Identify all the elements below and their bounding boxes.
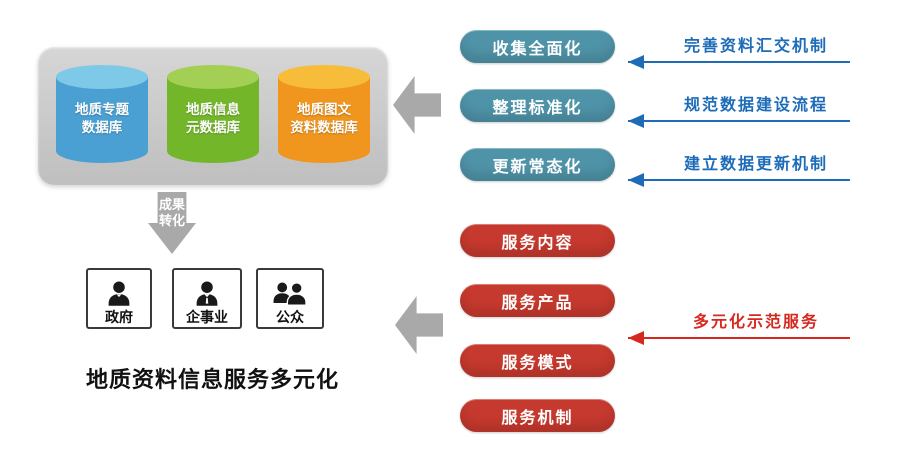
cylinder-top (167, 65, 259, 89)
cylinder-body (167, 77, 259, 163)
cylinder-body (56, 77, 148, 163)
database-label: 地质信息 元数据库 (186, 102, 240, 135)
audience-label: 政府 (105, 309, 133, 325)
cylinder-body (278, 77, 370, 163)
database-cylinder-graphic: 地质图文 资料数据库 (276, 63, 372, 167)
note-submission-mechanism: 完善资料汇交机制 (628, 32, 850, 69)
pill-collection-normalized: 更新常态化 (460, 148, 615, 181)
note-update-mechanism: 建立数据更新机制 (628, 150, 850, 187)
flow-arrow-left-top-icon (393, 76, 441, 134)
transform-arrow-label: 成果 转化 (158, 197, 185, 228)
arrow-head-left-icon (628, 331, 644, 345)
note-arrow-line (628, 114, 850, 128)
note-diversified-service: 多元化示范服务 (628, 308, 850, 345)
database-label: 地质图文 资料数据库 (290, 102, 358, 135)
note-text: 建立数据更新机制 (683, 156, 828, 173)
note-construction-process: 规范数据建设流程 (628, 91, 850, 128)
person-icon (108, 281, 130, 306)
database-label: 地质专题 数据库 (75, 102, 129, 135)
pill-collection-standardized: 整理标准化 (460, 89, 615, 122)
pill-service-content: 服务内容 (460, 224, 615, 257)
database-cylinder-thematic: 地质专题 数据库 (54, 63, 150, 167)
person-tie-icon (196, 281, 218, 306)
cylinder-top (278, 65, 370, 89)
note-text: 完善资料汇交机制 (683, 38, 828, 55)
people-icon (273, 282, 307, 306)
note-arrow-line (628, 173, 850, 187)
database-cylinder-icon (167, 65, 259, 163)
arrow-head-left-icon (628, 173, 644, 187)
cylinder-top (56, 65, 148, 89)
note-arrow-line (628, 331, 850, 345)
audience-label: 企事业 (186, 309, 228, 325)
database-cylinder-icon (56, 65, 148, 163)
pill-service-mechanism: 服务机制 (460, 399, 615, 432)
audience-box-government: 政府 (86, 268, 152, 329)
note-arrow-line (628, 55, 850, 69)
database-panel: 地质专题 数据库 地质信息 元数据库 地质图文 资料数据库 (38, 47, 388, 185)
arrow-head-left-icon (628, 114, 644, 128)
flow-arrow-left-bottom-icon (395, 296, 443, 354)
audience-box-enterprise: 企事业 (172, 268, 242, 329)
pill-service-product: 服务产品 (460, 284, 615, 317)
pill-service-mode: 服务模式 (460, 344, 615, 377)
audience-box-public: 公众 (256, 268, 324, 329)
pill-collection-comprehensive: 收集全面化 (460, 30, 615, 63)
database-cylinder-metadata: 地质信息 元数据库 (165, 63, 261, 167)
bottom-title: 地质资料信息服务多元化 (86, 367, 340, 392)
arrow-head-left-icon (628, 55, 644, 69)
audience-label: 公众 (276, 309, 304, 325)
database-cylinder-icon (278, 65, 370, 163)
note-text: 规范数据建设流程 (683, 97, 828, 114)
note-text: 多元化示范服务 (692, 314, 819, 331)
